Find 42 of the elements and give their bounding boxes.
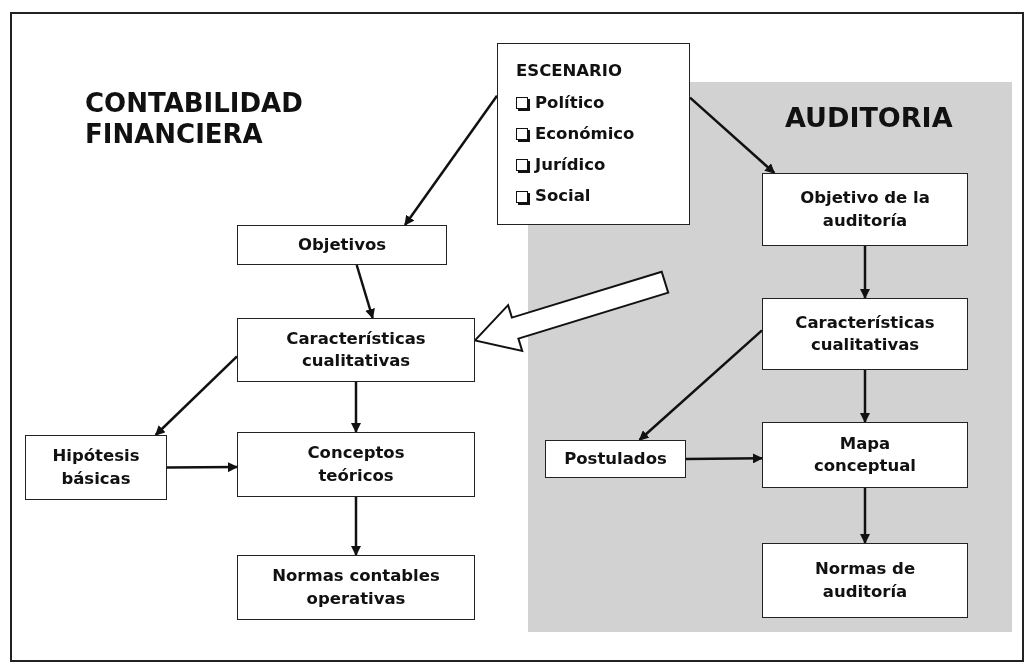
process-box [25, 435, 167, 500]
process-box [237, 318, 475, 382]
arrow [351, 497, 361, 556]
box-text: Características cualitativas [285, 327, 427, 372]
section-title: CONTABILIDAD FINANCIERA [85, 88, 304, 151]
box-text: Normas contables operativas [271, 565, 441, 610]
arrow [351, 382, 361, 433]
arrow [860, 488, 870, 544]
arrow [404, 95, 498, 226]
process-box [762, 298, 968, 370]
arrow [860, 370, 870, 423]
box-text: Objetivo de la auditoría [799, 187, 931, 232]
list-item: Económico [535, 122, 635, 145]
box-text: Mapa conceptual [812, 432, 918, 477]
process-box [237, 432, 475, 497]
list-item: Político [535, 91, 605, 114]
shaded-panel [528, 82, 1012, 632]
arrow [689, 96, 776, 174]
box-text: Hipótesis básicas [51, 445, 141, 490]
process-box [762, 422, 968, 488]
arrow [686, 453, 763, 464]
checklist-box [497, 43, 690, 225]
box-text: Conceptos teóricos [306, 442, 406, 487]
process-box [237, 555, 475, 620]
arrow [355, 264, 375, 319]
arrow [638, 329, 763, 441]
arrow [167, 462, 238, 473]
process-box [762, 543, 968, 618]
hollow-arrow [473, 270, 670, 353]
box-text: Características cualitativas [794, 311, 936, 356]
panel-heading: AUDITORIA [785, 102, 953, 133]
process-box [762, 173, 968, 246]
box-text: Objetivos [297, 233, 387, 256]
list-item: Social [535, 185, 591, 208]
process-box [545, 440, 686, 478]
box-text: Postulados [564, 447, 667, 470]
arrow [154, 355, 238, 436]
arrow [860, 246, 870, 299]
box-heading: ESCENARIO [516, 60, 622, 83]
list-item: Jurídico [535, 154, 606, 177]
process-box [237, 225, 447, 265]
box-text: Normas de auditoría [813, 558, 917, 603]
